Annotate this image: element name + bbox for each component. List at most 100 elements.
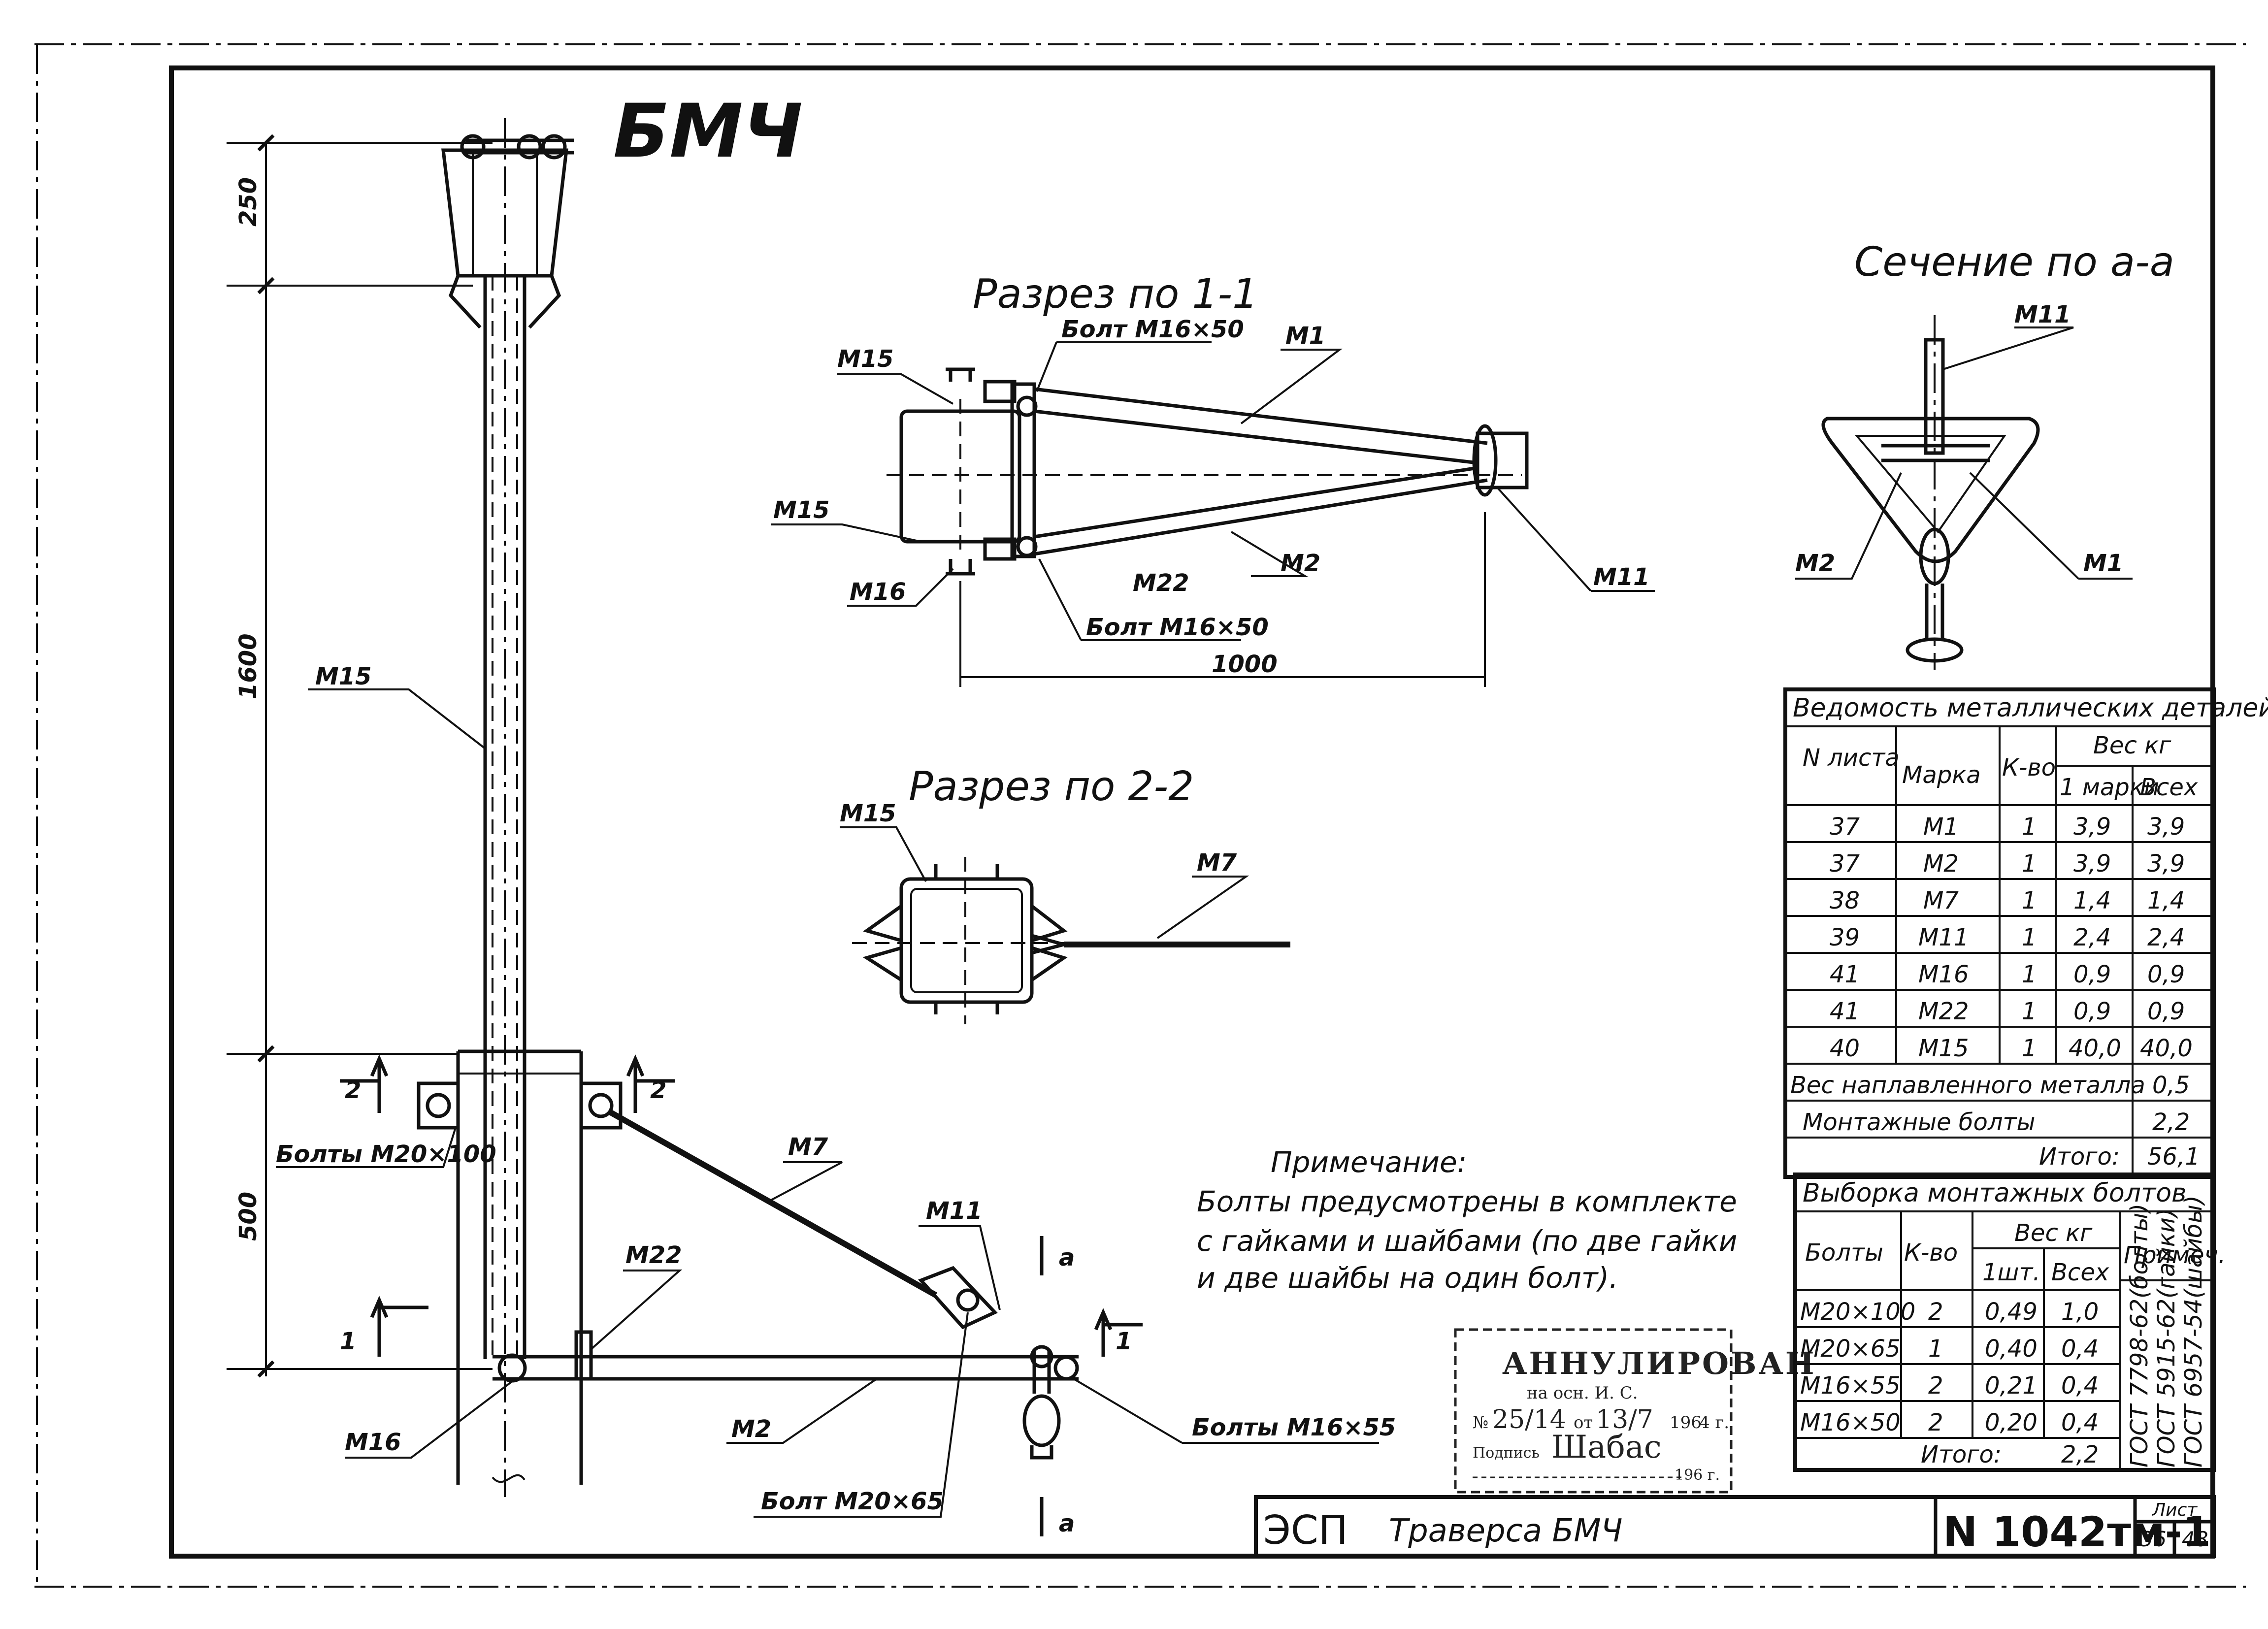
bolt-col-weight: Вес кг xyxy=(2014,1219,2093,1247)
metal-row-sheet: 41 xyxy=(1830,998,1860,1025)
bolt-row-w1: 0,20 xyxy=(1985,1409,2038,1436)
label-m16-s1: М16 xyxy=(850,578,906,606)
label-bolts-m16x55: Болты М16×55 xyxy=(1192,1414,1396,1441)
metal-bolts-label: Монтажные болты xyxy=(1803,1108,2035,1136)
bolt-row-qty: 1 xyxy=(1928,1335,1943,1363)
metal-row-wall: 0,9 xyxy=(2147,961,2185,988)
stamp-year: 196 xyxy=(1670,1413,1702,1433)
section-1-mark-left: 1 xyxy=(340,1328,356,1355)
metal-row-mark: М16 xyxy=(1918,961,1969,988)
metal-total-label: Итого: xyxy=(2039,1143,2120,1171)
note-heading: Примечание: xyxy=(1271,1145,1467,1179)
bolt-note-3: ГОСТ 6957-54(шайбы) xyxy=(2180,1195,2207,1467)
label-m1-sa: М1 xyxy=(2083,550,2123,577)
note-line-3: и две шайбы на один болт). xyxy=(1197,1261,1618,1295)
stamp-no-value: 25/14 xyxy=(1492,1405,1566,1434)
bolt-row-w1: 0,21 xyxy=(1985,1372,2038,1400)
metal-row-w1: 2,4 xyxy=(2073,924,2111,951)
metal-row-qty: 1 xyxy=(2022,1035,2037,1062)
stamp-title: АННУЛИРОВАН xyxy=(1502,1345,1816,1381)
label-m2-sa: М2 xyxy=(1795,550,1835,577)
metal-col-w1: 1 марки xyxy=(2060,774,2159,801)
metal-bolts-value: 2,2 xyxy=(2152,1108,2190,1136)
metal-weld-value: 0,5 xyxy=(2152,1072,2190,1099)
main-view: 250 1600 500 2 2 1 1 а а М15 Болты М20×1… xyxy=(227,118,1396,1537)
bolt-total-label: Итого: xyxy=(1921,1441,2002,1468)
metal-row-mark: М7 xyxy=(1923,887,1959,914)
bolt-row-wall: 0,4 xyxy=(2061,1335,2099,1363)
stamp-date-value: 13/7 xyxy=(1596,1405,1653,1434)
label-bolt-m16x50-bottom: Болт М16×50 xyxy=(1086,614,1269,641)
section-2-mark-left: 2 xyxy=(345,1076,361,1104)
section-1-title: Разрез по 1-1 xyxy=(973,271,1258,318)
label-m7-s2: М7 xyxy=(1197,849,1237,877)
title-block: ЭСП Траверса БМЧ N 1042тм-1 Лист 36 48 xyxy=(1254,1495,2216,1558)
metal-row-sheet: 40 xyxy=(1830,1035,1860,1062)
bolt-col-wall: Всех xyxy=(2051,1259,2109,1286)
bolt-row-bolt: М20×100 xyxy=(1800,1298,1915,1326)
label-m15-s1-bottom: М15 xyxy=(773,496,830,524)
metal-row-wall: 2,4 xyxy=(2147,924,2185,951)
bolt-row-qty: 2 xyxy=(1928,1409,1943,1436)
note-line-2: с гайками и шайбами (по две гайки xyxy=(1197,1224,1737,1258)
metal-row-sheet: 37 xyxy=(1830,850,1860,878)
bolt-col-w1: 1шт. xyxy=(1982,1259,2040,1286)
label-m11-s1: М11 xyxy=(1593,563,1650,591)
metal-col-sheet: N листа xyxy=(1803,744,1900,772)
stamp-year-suffix: 4 г. xyxy=(1699,1413,1729,1433)
bolt-col-bolts: Болты xyxy=(1805,1239,1883,1267)
label-m22-s1: М22 xyxy=(1133,569,1189,597)
stamp-line-1: на осн. И. С. xyxy=(1527,1383,1638,1403)
metal-row: 38 М7 1 1,4 1,4 xyxy=(1830,887,2185,914)
section-1-mark-right: 1 xyxy=(1116,1328,1132,1355)
metal-row-w1: 0,9 xyxy=(2073,998,2111,1025)
metal-row-w1: 3,9 xyxy=(2073,813,2111,841)
metal-row-wall: 0,9 xyxy=(2147,998,2185,1025)
stamp-date-label: от xyxy=(1574,1413,1593,1433)
stamp-year-2: 196 г. xyxy=(1675,1466,1720,1484)
metal-total-value: 56,1 xyxy=(2147,1143,2200,1171)
bolt-row-wall: 0,4 xyxy=(2061,1372,2099,1400)
note: Примечание: Болты предусмотрены в компле… xyxy=(1197,1145,1737,1295)
metal-row-wall: 1,4 xyxy=(2147,887,2185,914)
metal-row-mark: М1 xyxy=(1923,813,1959,841)
label-m11-main: М11 xyxy=(926,1197,983,1225)
title-block-name: Траверса БМЧ xyxy=(1389,1513,1622,1549)
bolt-total-value: 2,2 xyxy=(2061,1441,2099,1468)
dim-500: 500 xyxy=(234,1192,262,1241)
section-2-title: Разрез по 2-2 xyxy=(909,763,1194,810)
metal-row-w1: 40,0 xyxy=(2069,1035,2121,1062)
bolt-row-bolt: М20×65 xyxy=(1800,1335,1901,1363)
metal-row: 37 М2 1 3,9 3,9 xyxy=(1830,850,2185,878)
metal-table-title: Ведомость металлических деталей xyxy=(1793,693,2268,723)
bolt-row-w1: 0,40 xyxy=(1985,1335,2038,1363)
metal-row-wall: 40,0 xyxy=(2140,1035,2193,1062)
metal-row-sheet: 39 xyxy=(1830,924,1860,951)
metal-row-qty: 1 xyxy=(2022,924,2037,951)
metal-row-sheet: 41 xyxy=(1830,961,1860,988)
dim-1600: 1600 xyxy=(234,633,262,699)
metal-row-qty: 1 xyxy=(2022,850,2037,878)
bolt-row: М16×55 2 0,21 0,4 xyxy=(1800,1372,2099,1400)
bolt-row: М16×50 2 0,20 0,4 xyxy=(1800,1409,2099,1436)
metal-col-wall: Всех xyxy=(2140,774,2198,801)
title-block-sheet-label: Лист xyxy=(2151,1500,2198,1520)
bolt-row-w1: 0,49 xyxy=(1985,1298,2038,1326)
label-m7: М7 xyxy=(788,1133,828,1161)
bolt-col-qty: К-во xyxy=(1904,1239,1958,1267)
label-bolt-m16x50-top: Болт М16×50 xyxy=(1061,316,1244,343)
section-a-mark-top: а xyxy=(1059,1244,1075,1271)
section-1-1: Разрез по 1-1 1000 М15 Болт М16×50 М1 М1… xyxy=(771,271,1655,687)
bolt-row: М20×65 1 0,40 0,4 xyxy=(1800,1335,2099,1363)
bolt-table-title: Выборка монтажных болтов xyxy=(1803,1178,2187,1208)
metal-row-qty: 1 xyxy=(2022,998,2037,1025)
title-block-sheet: 36 xyxy=(2140,1527,2166,1551)
metal-row-sheet: 38 xyxy=(1830,887,1860,914)
title-block-number: N 1042тм-1 xyxy=(1943,1508,2211,1556)
metal-row-w1: 1,4 xyxy=(2073,887,2111,914)
bolt-row-qty: 2 xyxy=(1928,1372,1943,1400)
bolt-row-bolt: М16×50 xyxy=(1800,1409,1901,1436)
section-a-mark-bottom: а xyxy=(1059,1510,1075,1537)
stamp-sign-label: Подпись xyxy=(1473,1444,1540,1462)
